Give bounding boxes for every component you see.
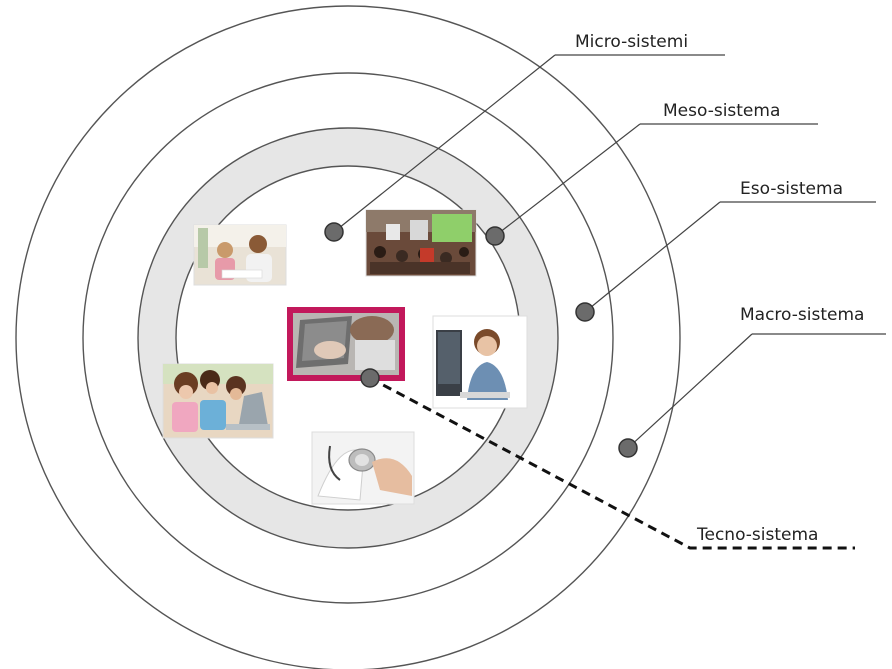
eso-leader-line	[584, 201, 721, 313]
macro-system-ring	[15, 5, 681, 669]
photo-child-tablet	[287, 307, 405, 381]
photo-classroom	[365, 209, 477, 277]
micro-marker	[324, 222, 344, 242]
eso-marker	[575, 302, 595, 322]
meso-leader-line	[494, 123, 641, 237]
meso-system-label: Meso-sistema	[663, 101, 780, 121]
tecno-marker	[360, 368, 380, 388]
photo-woman-computer	[432, 315, 528, 409]
photo-doctor-stethoscope	[311, 431, 415, 505]
meso-marker	[485, 226, 505, 246]
eso-system-label: Eso-sistema	[740, 179, 843, 199]
eso-system-ring	[82, 72, 614, 604]
macro-leader-line	[627, 333, 753, 449]
photo-children-laptop	[162, 363, 274, 439]
tecno-leader-line	[369, 376, 855, 550]
macro-marker	[618, 438, 638, 458]
macro-system-label: Macro-sistema	[740, 305, 864, 325]
photo-mother-child-reading	[193, 224, 287, 286]
micro-leader-line	[333, 54, 556, 233]
tecno-system-label: Tecno-sistema	[696, 525, 818, 545]
micro-system-label: Micro-sistemi	[575, 32, 688, 52]
